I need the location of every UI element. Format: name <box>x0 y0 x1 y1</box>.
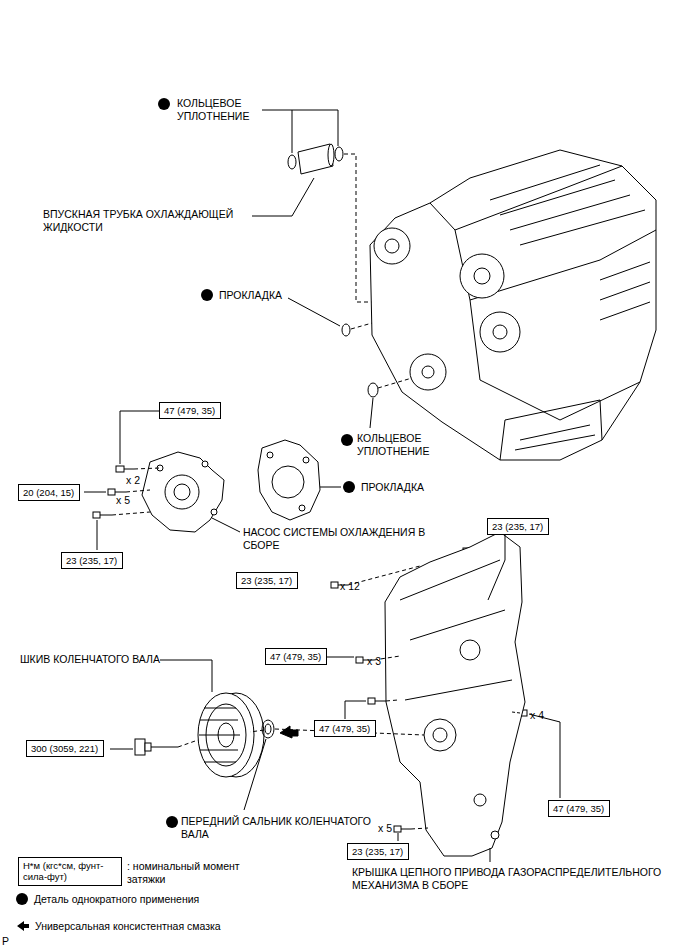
torque-value: 23 (235, 17) <box>352 846 404 857</box>
legend-row: Деталь однократного применения <box>16 893 199 906</box>
grease-arrow-symbol <box>16 920 30 932</box>
engine <box>370 150 656 460</box>
torque-box: 47 (479, 35) <box>265 648 327 665</box>
leader-line <box>320 487 341 488</box>
leader-line <box>370 398 373 428</box>
part-label: : номинальный момент затяжки <box>127 860 252 886</box>
torque-box: 23 (235, 17) <box>61 552 123 569</box>
part-label: ПРОКЛАДКА <box>219 289 282 302</box>
torque-box: 20 (204, 15) <box>18 484 80 501</box>
torque-box: 47 (479, 35) <box>159 402 221 419</box>
crankshaft-bolt <box>135 739 178 755</box>
part-label: КРЫШКА ЦЕПНОГО ПРИВОДА ГАЗОРАСПРЕДЕЛИТЕЛ… <box>352 866 684 892</box>
torque-box: 23 (235, 17) <box>236 572 298 589</box>
part-label: ПРОКЛАДКА <box>361 481 424 494</box>
quantity-label: x 5 <box>378 822 392 835</box>
dashed-line <box>378 378 412 388</box>
o-ring <box>368 383 378 397</box>
leader-line <box>252 178 314 216</box>
part-label: КОЛЬЦЕВОЕ УПЛОТНЕНИЕ <box>357 432 439 458</box>
leader-line <box>490 848 491 862</box>
leader-line <box>160 660 212 692</box>
quantity-label: x 5 <box>116 494 130 507</box>
quantity-label: x 4 <box>530 709 544 722</box>
torque-value: 23 (235, 17) <box>492 521 544 532</box>
dashed-line <box>411 828 428 829</box>
legend-row: Универсальная консистентная смазка <box>16 920 221 933</box>
leader-line <box>345 701 366 719</box>
torque-value: 47 (479, 35) <box>164 405 216 416</box>
leader-line <box>212 518 240 532</box>
torque-box: 300 (3059, 221) <box>26 740 104 757</box>
part-label: ШКИВ КОЛЕНЧАТОГО ВАЛА <box>20 653 160 666</box>
dashed-line <box>512 712 520 713</box>
torque-value: 20 (204, 15) <box>23 487 75 498</box>
leader-line <box>97 520 98 550</box>
torque-value: 23 (235, 17) <box>66 555 118 566</box>
oil-seal <box>265 724 271 734</box>
leader-line <box>398 833 399 841</box>
leader-line <box>84 492 106 493</box>
gasket <box>258 440 320 520</box>
torque-value: 47 (479, 35) <box>319 723 371 734</box>
leader-line <box>120 411 159 464</box>
leader-line <box>244 739 266 810</box>
quantity-label: x 12 <box>340 580 360 593</box>
quantity-label: x 2 <box>126 474 140 487</box>
oil-seal <box>262 720 274 738</box>
torque-box: Н*м (кгс*см, фунт-сила-фут) <box>18 857 122 886</box>
legend-swatch <box>16 893 28 905</box>
part-label: ВПУСКНАЯ ТРУБКА ОХЛАЖДАЮЩЕЙ ЖИДКОСТИ <box>43 208 253 234</box>
torque-value: 300 (3059, 221) <box>31 743 99 754</box>
torque-box: 23 (235, 17) <box>347 843 409 860</box>
leader-line <box>262 110 338 153</box>
leader-line <box>327 657 354 658</box>
leader-line <box>529 714 560 798</box>
quantity-label: x 3 <box>367 655 381 668</box>
part-label: КОЛЬЦЕВОЕ УПЛОТНЕНИЕ <box>177 97 259 123</box>
torque-box: 47 (479, 35) <box>548 800 610 817</box>
legend-text: Деталь однократного применения <box>34 893 199 906</box>
grease-arrow <box>280 726 298 738</box>
leader-line <box>110 749 133 750</box>
torque-value: 23 (235, 17) <box>241 575 293 586</box>
dashed-line <box>386 700 398 701</box>
dashed-line <box>112 468 160 515</box>
legend-text: Универсальная консистентная смазка <box>35 920 221 933</box>
gasket <box>342 324 350 336</box>
water-pump <box>142 452 224 532</box>
part-label: P <box>2 935 9 948</box>
leader-line <box>488 535 505 600</box>
torque-box: 23 (235, 17) <box>487 518 549 535</box>
coolant-inlet-pipe <box>288 144 343 174</box>
torque-box: 47 (479, 35) <box>314 720 376 737</box>
leader-line <box>288 298 340 326</box>
timing-chain-cover <box>385 532 525 856</box>
part-label: ПЕРЕДНИЙ САЛЬНИК КОЛЕНЧАТОГО ВАЛА <box>181 815 396 841</box>
torque-value: Н*м (кгс*см, фунт-сила-фут) <box>23 860 117 883</box>
torque-value: 47 (479, 35) <box>553 803 605 814</box>
torque-value: 47 (479, 35) <box>270 651 322 662</box>
part-label: НАСОС СИСТЕМЫ ОХЛАЖДЕНИЯ В СБОРЕ <box>243 526 428 552</box>
dashed-line <box>178 740 198 747</box>
crankshaft-pulley <box>198 693 264 777</box>
